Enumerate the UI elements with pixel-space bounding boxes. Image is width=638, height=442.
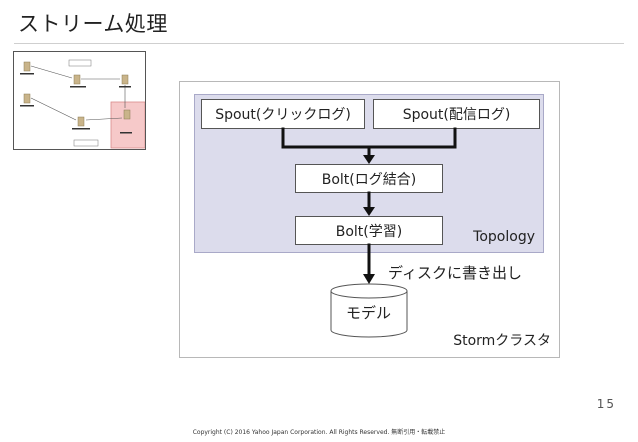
thumbnail-server-icon: [77, 116, 85, 127]
thumbnail-caption: [72, 128, 90, 130]
thumbnail-caption: [20, 73, 34, 75]
thumbnail-server-icon: [23, 61, 31, 72]
spout-merge-connector: [281, 127, 457, 149]
topology-label: Topology: [473, 229, 535, 245]
thumbnail-server-icon: [73, 74, 81, 85]
thumbnail-caption: [120, 132, 132, 134]
thumbnail-caption: [119, 86, 131, 88]
cluster-label: Stormクラスタ: [453, 333, 551, 349]
thumbnail-storm-highlight: [110, 101, 145, 149]
bolt-learning-node: Bolt(学習): [295, 216, 443, 245]
spout-click-log-node: Spout(クリックログ): [201, 99, 365, 129]
database-icon: [330, 283, 408, 338]
write-to-disk-label: ディスクに書き出し: [388, 264, 522, 282]
thumbnail-server-icon: [121, 74, 129, 85]
bolt-log-join-node: Bolt(ログ結合): [295, 164, 443, 193]
thumbnail-server-icon: [23, 93, 31, 104]
thumbnail-label-box: [68, 59, 92, 67]
arrowhead: [363, 274, 375, 284]
copyright-footer: Copyright (C) 2016 Yahoo Japan Corporati…: [192, 429, 446, 436]
thumbnail-graphic: [20, 59, 145, 149]
thumbnail-caption: [70, 86, 86, 88]
thumbnail-caption: [20, 105, 34, 107]
thumbnail-label-box: [73, 139, 99, 147]
page-number: 15: [596, 397, 616, 411]
page-title: ストリーム処理: [18, 12, 168, 36]
title-divider: [14, 43, 624, 44]
model-database-label: モデル: [345, 304, 391, 322]
thumbnail-server-icon: [123, 109, 131, 120]
arrowhead: [363, 155, 375, 164]
arrowhead: [363, 207, 375, 216]
architecture-thumbnail: [13, 51, 146, 150]
